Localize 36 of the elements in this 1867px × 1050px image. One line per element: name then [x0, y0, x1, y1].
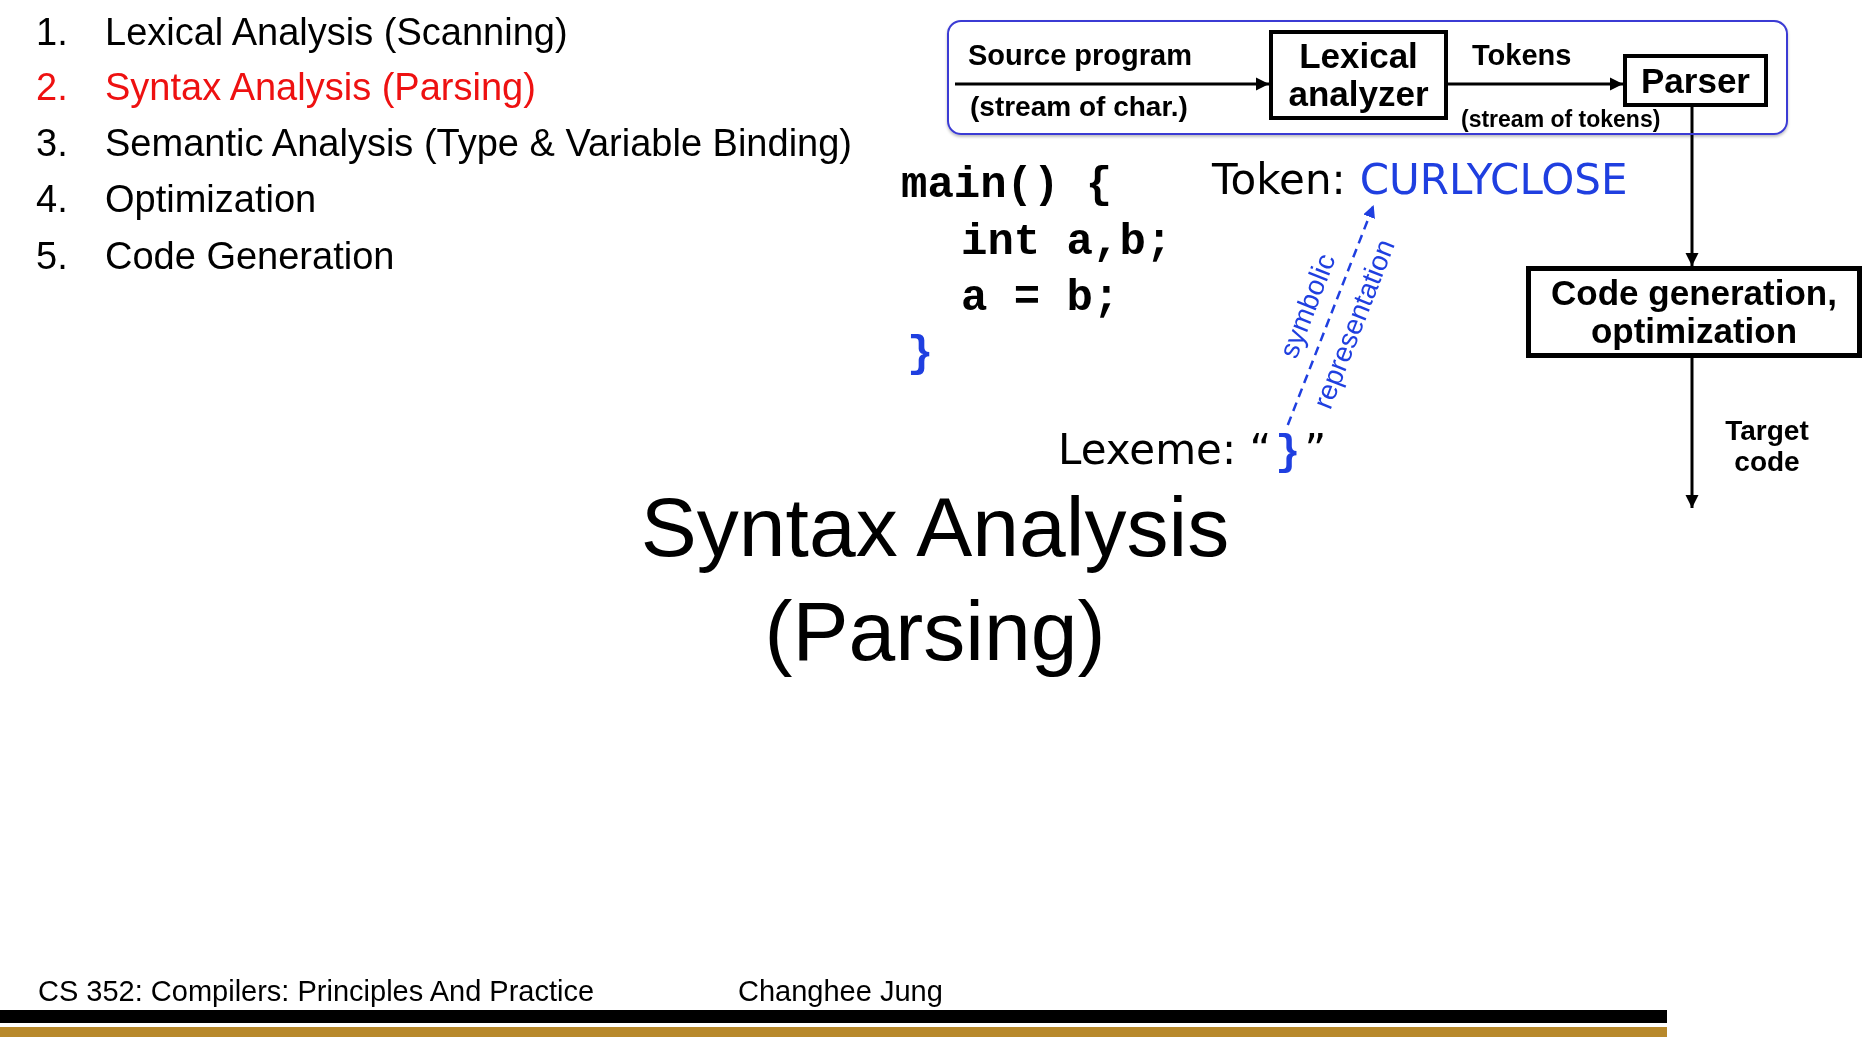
code-line: main() { — [901, 159, 1113, 212]
list-number: 5. — [36, 234, 68, 278]
outline-item: Optimization — [105, 177, 317, 221]
process-box: Parser — [1623, 54, 1768, 107]
process-box: Lexical analyzer — [1269, 30, 1448, 120]
outline-item: Semantic Analysis (Type & Variable Binding) — [105, 121, 852, 165]
code-line: } — [907, 328, 934, 381]
quote-mark: ” — [1304, 425, 1327, 475]
arrow — [1685, 358, 1699, 508]
outline-item: Code Generation — [105, 234, 395, 278]
list-number: 4. — [36, 177, 68, 221]
slide-title: Syntax Analysis (Parsing) — [639, 479, 1231, 680]
process-box: Code generation, optimization — [1526, 266, 1862, 358]
stream-note: (stream of char.) — [970, 92, 1188, 122]
token-label: Token: — [1212, 155, 1346, 205]
edge-label: Target code — [1724, 415, 1810, 477]
lexeme-brace: } — [1275, 428, 1301, 478]
list-number: 1. — [36, 10, 68, 54]
list-number: 3. — [36, 121, 68, 165]
course-title: CS 352: Compilers: Principles And Practice — [38, 974, 595, 1009]
token-name: CURLYCLOSE — [1359, 155, 1628, 205]
stream-note: (stream of tokens) — [1461, 105, 1661, 133]
arrow — [1685, 107, 1699, 266]
author-name: Changhee Jung — [738, 974, 943, 1009]
outline-item: Syntax Analysis (Parsing) — [105, 65, 536, 109]
lexeme-label: Lexeme: “ — [1058, 425, 1272, 475]
group-frame — [947, 20, 1788, 135]
code-line: int a,b; — [961, 216, 1173, 269]
list-number: 2. — [36, 65, 68, 109]
outline-item: Lexical Analysis (Scanning) — [105, 10, 568, 54]
edge-label: Tokens — [1472, 38, 1572, 72]
dashed-arrow — [1286, 204, 1375, 426]
code-line: a = b; — [961, 272, 1120, 325]
edge-label: Source program — [968, 38, 1192, 72]
arrow — [1448, 77, 1623, 91]
arrow — [955, 77, 1269, 91]
